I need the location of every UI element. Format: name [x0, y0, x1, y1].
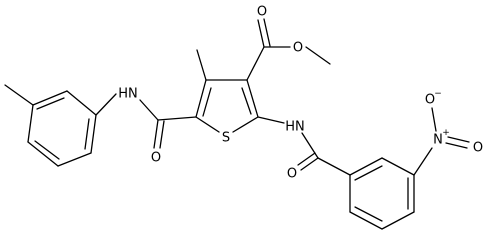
bond-tol-c6-c1-double	[84, 118, 90, 150]
bond-tol-c3-c4	[27, 104, 34, 143]
bond-thiophene-c2-c3-double	[241, 87, 252, 115]
bond-amide-carbonyl-left-double	[159, 120, 165, 149]
bond-ester-o-methyl	[305, 46, 331, 65]
atom-nitro-oxygen-right: O	[473, 141, 483, 156]
bond-np-c2-c3	[381, 157, 415, 176]
bond-tol-c1-c2	[66, 90, 97, 116]
bond-c2-n-right	[257, 116, 285, 124]
structure-canvas: O O HN O S HN O N + O − O	[4, 5, 483, 230]
bond-thiophene-c4-c5	[195, 79, 207, 118]
atom-nitro-oxygen-top: O	[425, 93, 435, 108]
bond-np-c1-c2	[349, 157, 383, 176]
bond-thiophene-s-c2	[232, 116, 259, 133]
bond-c3-ester-carbon	[246, 46, 265, 81]
bond-amide-carbonyl-right	[300, 157, 319, 171]
bond-c3-nitro-n	[413, 147, 433, 176]
nitro-oxygen-charge: −	[434, 89, 442, 99]
bond-amide-carbon-n-left	[139, 99, 159, 121]
bond-tol-c6-c1	[90, 114, 97, 154]
bond-n-amide-carbon-right	[301, 132, 319, 159]
atom-amide-nh-left: HN	[118, 87, 138, 102]
bond-tol-c4-c5	[27, 141, 59, 167]
bond-tol-c2-c3-double	[36, 97, 65, 110]
bond-np-c5-c6-double	[354, 206, 383, 222]
bond-nitro-n-o-top	[431, 107, 437, 132]
bond-amide-carbonyl-left	[153, 119, 159, 149]
bond-np-c4-c5	[381, 211, 415, 230]
bond-ester-carbonyl-double	[263, 18, 271, 47]
atom-thiophene-sulfur: S	[222, 131, 230, 146]
bond-tol-c2-c3	[32, 90, 68, 106]
bond-thiophene-c5-s	[195, 116, 220, 133]
bond-tol-c5-c6	[57, 152, 92, 167]
bond-np-c1-c2-double	[354, 165, 383, 181]
atom-amide-oxygen-left: O	[151, 151, 161, 166]
bond-c4-methyl	[196, 49, 207, 81]
bond-ester-carbonyl	[257, 19, 265, 48]
bond-tol-methyl	[4, 84, 34, 106]
bonds	[4, 18, 470, 230]
atom-ester-oxygen: O	[293, 41, 303, 56]
bond-np-c5-c6	[349, 211, 383, 230]
atom-ester-carbonyl-oxygen: O	[257, 5, 267, 20]
atom-nitro-nitrogen: N	[433, 133, 443, 148]
atom-labels: O O HN O S HN O N + O − O	[118, 5, 483, 182]
bond-thiophene-c2-c3	[246, 79, 259, 118]
bond-tol-c4-c5-double	[34, 140, 60, 160]
bond-nitro-n-o-right-double	[447, 136, 470, 143]
bond-amide-carbon-aryl-right	[317, 157, 351, 176]
bond-c5-amide-carbon	[157, 116, 197, 121]
nitro-nitrogen-charge: +	[442, 128, 450, 138]
bond-thiophene-c4-c5-double	[202, 87, 212, 117]
bond-n-aryl-left	[95, 93, 117, 116]
atom-amide-oxygen-right: O	[287, 167, 297, 182]
bond-nitro-n-o-right	[445, 142, 468, 149]
bond-amide-carbonyl-right-double	[297, 152, 316, 166]
atom-amide-nh-right: HN	[285, 120, 305, 135]
